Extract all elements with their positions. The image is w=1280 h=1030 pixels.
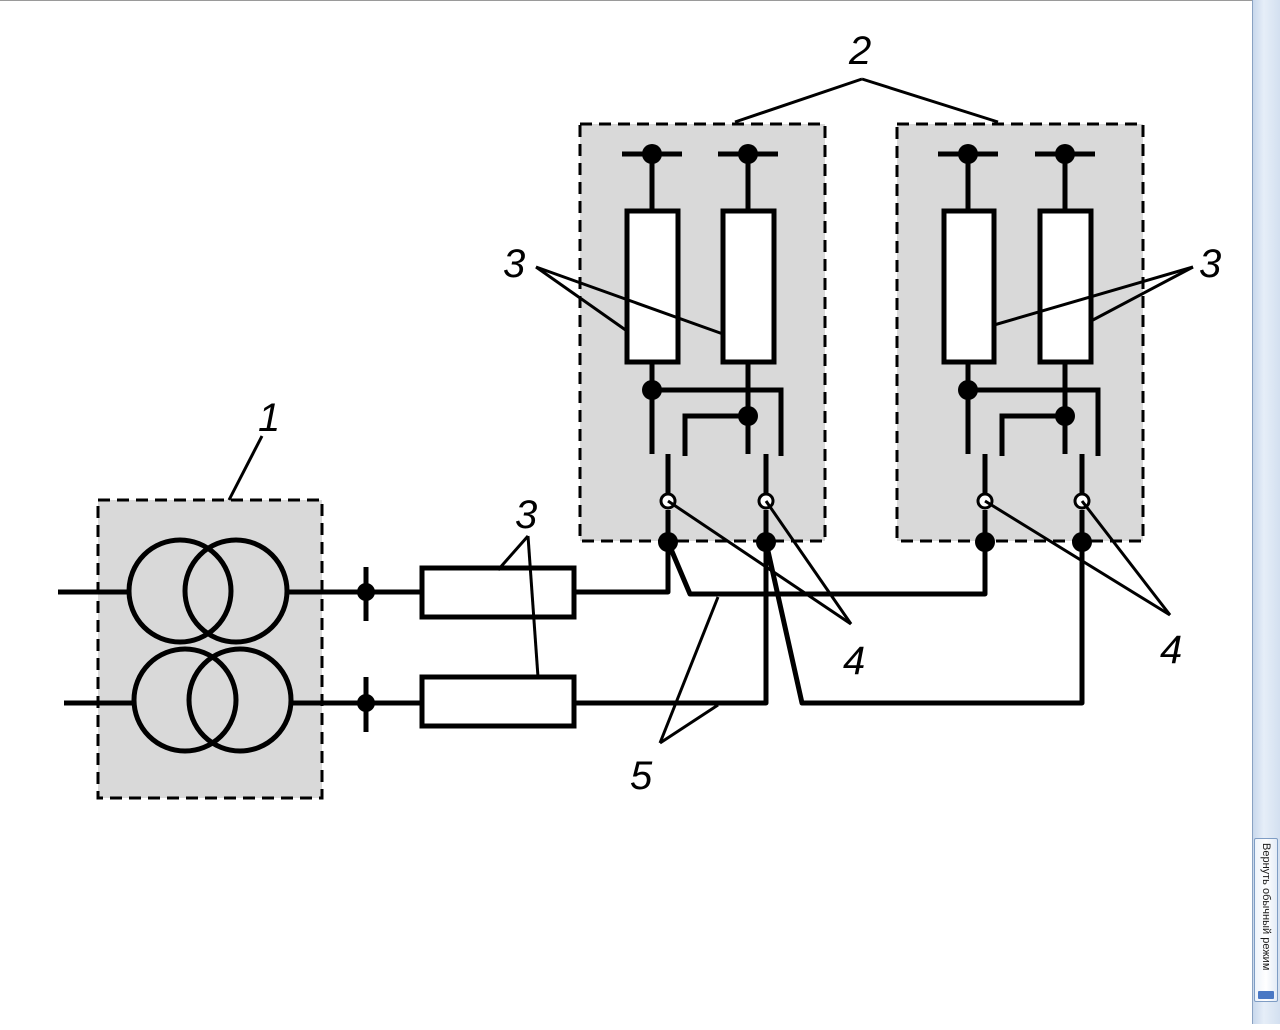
transformer-symbol-bottom xyxy=(131,646,294,754)
label-contacts-left: 4 xyxy=(843,639,865,683)
grip-icon xyxy=(1258,991,1274,999)
junction-dot xyxy=(1055,144,1075,164)
restore-normal-mode-label: Вернуть обычный режим xyxy=(1260,843,1272,971)
cabinet-right xyxy=(895,122,1145,543)
leader-lines xyxy=(227,77,1194,745)
junction-dot xyxy=(357,583,375,601)
fuse xyxy=(941,208,997,365)
junction-dot xyxy=(958,380,978,400)
fuse xyxy=(720,208,777,365)
label-fuses-lines: 3 xyxy=(515,493,537,537)
line-fuse-top xyxy=(419,565,577,620)
label-contacts-right: 4 xyxy=(1160,628,1182,672)
diagram-canvas: 1 2 3 3 3 4 4 5 xyxy=(0,0,1252,800)
junction-dot xyxy=(738,144,758,164)
label-fuses-right: 3 xyxy=(1199,242,1221,286)
transformer-lines xyxy=(58,589,422,706)
restore-normal-mode-button[interactable]: Вернуть обычный режим xyxy=(1254,838,1278,1002)
label-fuses-left: 3 xyxy=(503,242,525,286)
fuse xyxy=(1037,208,1094,365)
label-cables: 5 xyxy=(630,754,653,798)
circuit-diagram: 1 2 3 3 3 4 4 5 xyxy=(58,29,1221,800)
cable-lines xyxy=(574,541,1085,706)
line-fuse-bottom xyxy=(419,674,577,729)
label-transformer: 1 xyxy=(258,396,280,440)
label-cabinets: 2 xyxy=(848,29,871,73)
junction-dot xyxy=(1055,406,1075,426)
cabinet-left xyxy=(578,122,827,543)
junction-dot xyxy=(642,144,662,164)
junction-dot xyxy=(738,406,758,426)
fuse xyxy=(624,208,681,365)
junction-dot xyxy=(958,144,978,164)
junction-dot xyxy=(642,380,662,400)
junction-dot xyxy=(357,694,375,712)
